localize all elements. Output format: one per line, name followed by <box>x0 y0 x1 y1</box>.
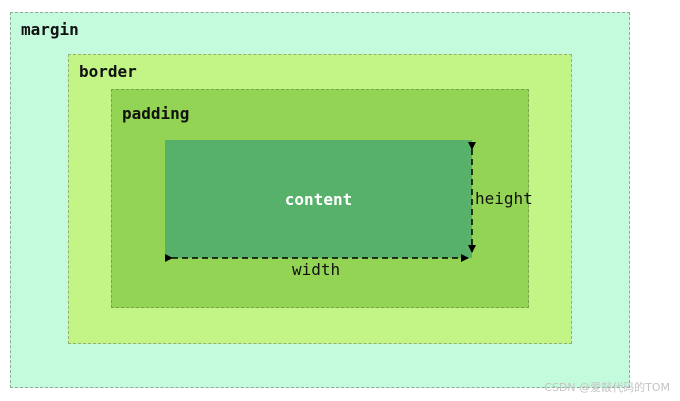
height-label: height <box>475 189 533 208</box>
content-label: content <box>284 190 353 209</box>
content-area <box>165 140 472 258</box>
watermark-text: CSDN @爱敲代码的TOM <box>544 381 670 394</box>
padding-label: padding <box>122 104 190 123</box>
border-label: border <box>79 62 137 81</box>
margin-label: margin <box>21 20 79 39</box>
width-label: width <box>292 260 341 279</box>
